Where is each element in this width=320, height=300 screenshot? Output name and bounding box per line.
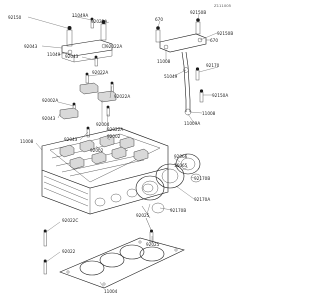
part-label-92043-upper-left[interactable]: 92043	[24, 44, 38, 49]
leader-lines	[27, 13, 219, 289]
part-label-11004[interactable]: 11004	[104, 289, 118, 294]
part-label-670-right[interactable]: 670	[210, 38, 218, 43]
part-label-92170[interactable]: 92170	[206, 63, 220, 68]
head-gasket	[59, 237, 185, 289]
part-label-92002-journal[interactable]: 92002	[90, 148, 104, 153]
part-label-92043-cap[interactable]: 92043	[42, 116, 56, 121]
part-label-11049a[interactable]: 11049A	[72, 13, 88, 18]
part-label-92022c[interactable]: 92022C	[62, 218, 78, 223]
head-studs	[43, 229, 47, 275]
part-label-92170b-upper[interactable]: 92170B	[194, 176, 210, 181]
part-label-92066[interactable]: 92066	[174, 154, 188, 159]
cap-bolts	[72, 17, 114, 138]
part-label-670-left[interactable]: 670	[155, 17, 163, 22]
part-label-92170b-lower[interactable]: 92170B	[170, 208, 186, 213]
part-label-92022a-top[interactable]: 92022A	[91, 19, 107, 24]
part-label-11008[interactable]: 11008	[20, 139, 34, 144]
part-label-92043-head[interactable]: 92043	[64, 137, 78, 142]
part-labels: 92150 11049A 92022A 92043 92022A 11049 9…	[8, 10, 233, 294]
part-label-51049[interactable]: 51049	[164, 74, 178, 79]
part-label-92002-head[interactable]: 92002	[107, 134, 121, 139]
exploded-view-drawing: Z111005	[8, 3, 233, 294]
parts-diagram: Z111005	[8, 3, 233, 294]
oil-pipe	[181, 51, 204, 116]
exhaust-ports	[94, 183, 154, 207]
right-bracket	[155, 18, 207, 53]
part-label-11008-lower[interactable]: 11008	[202, 111, 216, 116]
part-label-92004[interactable]: 92004	[96, 122, 110, 127]
part-label-92150a[interactable]: 92150A	[212, 93, 228, 98]
part-label-92002a[interactable]: 92002A	[42, 98, 58, 103]
camshaft-caps	[59, 82, 117, 120]
part-label-92150b-right[interactable]: 92150B	[217, 31, 233, 36]
part-label-92022a-right[interactable]: 92022A	[114, 94, 130, 99]
fins	[43, 175, 89, 207]
part-label-92022a-bracket[interactable]: 92022A	[106, 44, 122, 49]
cylinder-head	[41, 127, 169, 215]
part-label-11009a[interactable]: 11009A	[184, 121, 200, 126]
part-label-92043-bracket[interactable]: 92043	[65, 54, 79, 59]
part-label-16065[interactable]: 16065	[174, 163, 188, 168]
part-label-92022a-head[interactable]: 92022A	[107, 127, 123, 132]
part-label-11008-pipe[interactable]: 11008	[157, 59, 171, 64]
part-label-92150[interactable]: 92150	[8, 15, 22, 20]
diagram-code: Z111005	[214, 3, 232, 8]
intake-holders	[135, 153, 202, 243]
part-label-92150b-top[interactable]: 92150B	[190, 10, 206, 15]
part-label-92022a-cap[interactable]: 92022A	[92, 70, 108, 75]
part-label-92170a[interactable]: 92170A	[194, 197, 210, 202]
part-label-11049[interactable]: 11049	[47, 52, 61, 57]
part-label-92025-upper[interactable]: 92025	[136, 213, 150, 218]
cam-journals	[59, 134, 149, 170]
part-label-92022[interactable]: 92022	[62, 249, 76, 254]
part-label-92025-lower[interactable]: 92025	[146, 242, 160, 247]
cover-bracket	[61, 20, 113, 63]
